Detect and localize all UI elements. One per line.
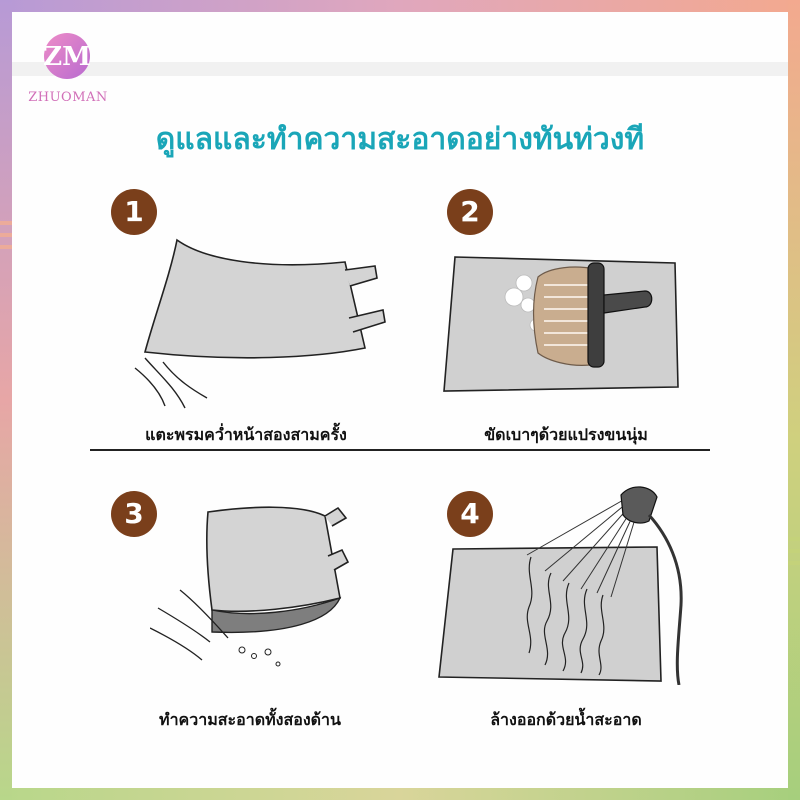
step-3-caption: ทำความสะอาดทั้งสองด้าน xyxy=(159,710,341,729)
step-2-caption: ขัดเบาๆด้วยแปรงขนนุ่ม xyxy=(484,425,648,444)
brand-logo-icon: ZM xyxy=(43,33,91,79)
logo-letters: ZM xyxy=(43,42,91,72)
step-3-badge: 3 xyxy=(111,491,157,537)
shower-rinse-icon xyxy=(438,486,683,685)
step-4-caption: ล้างออกด้วยน้ำสะอาด xyxy=(490,710,642,729)
rug-shake-icon xyxy=(134,238,386,409)
step-4-badge: 4 xyxy=(447,491,493,537)
step-1-badge: 1 xyxy=(111,189,157,235)
rug-flip-icon xyxy=(150,506,350,667)
section-divider xyxy=(90,449,710,451)
header-band xyxy=(12,62,788,76)
page-title: ดูแลและทำความสะอาดอย่างทันท่วงที xyxy=(155,122,645,157)
brush-scrub-icon xyxy=(443,256,679,392)
step-1-caption: แตะพรมคว่ำหน้าสองสามครั้ง xyxy=(145,425,347,444)
brand-name: ZHUOMAN xyxy=(28,90,108,105)
step-2-badge: 2 xyxy=(447,189,493,235)
